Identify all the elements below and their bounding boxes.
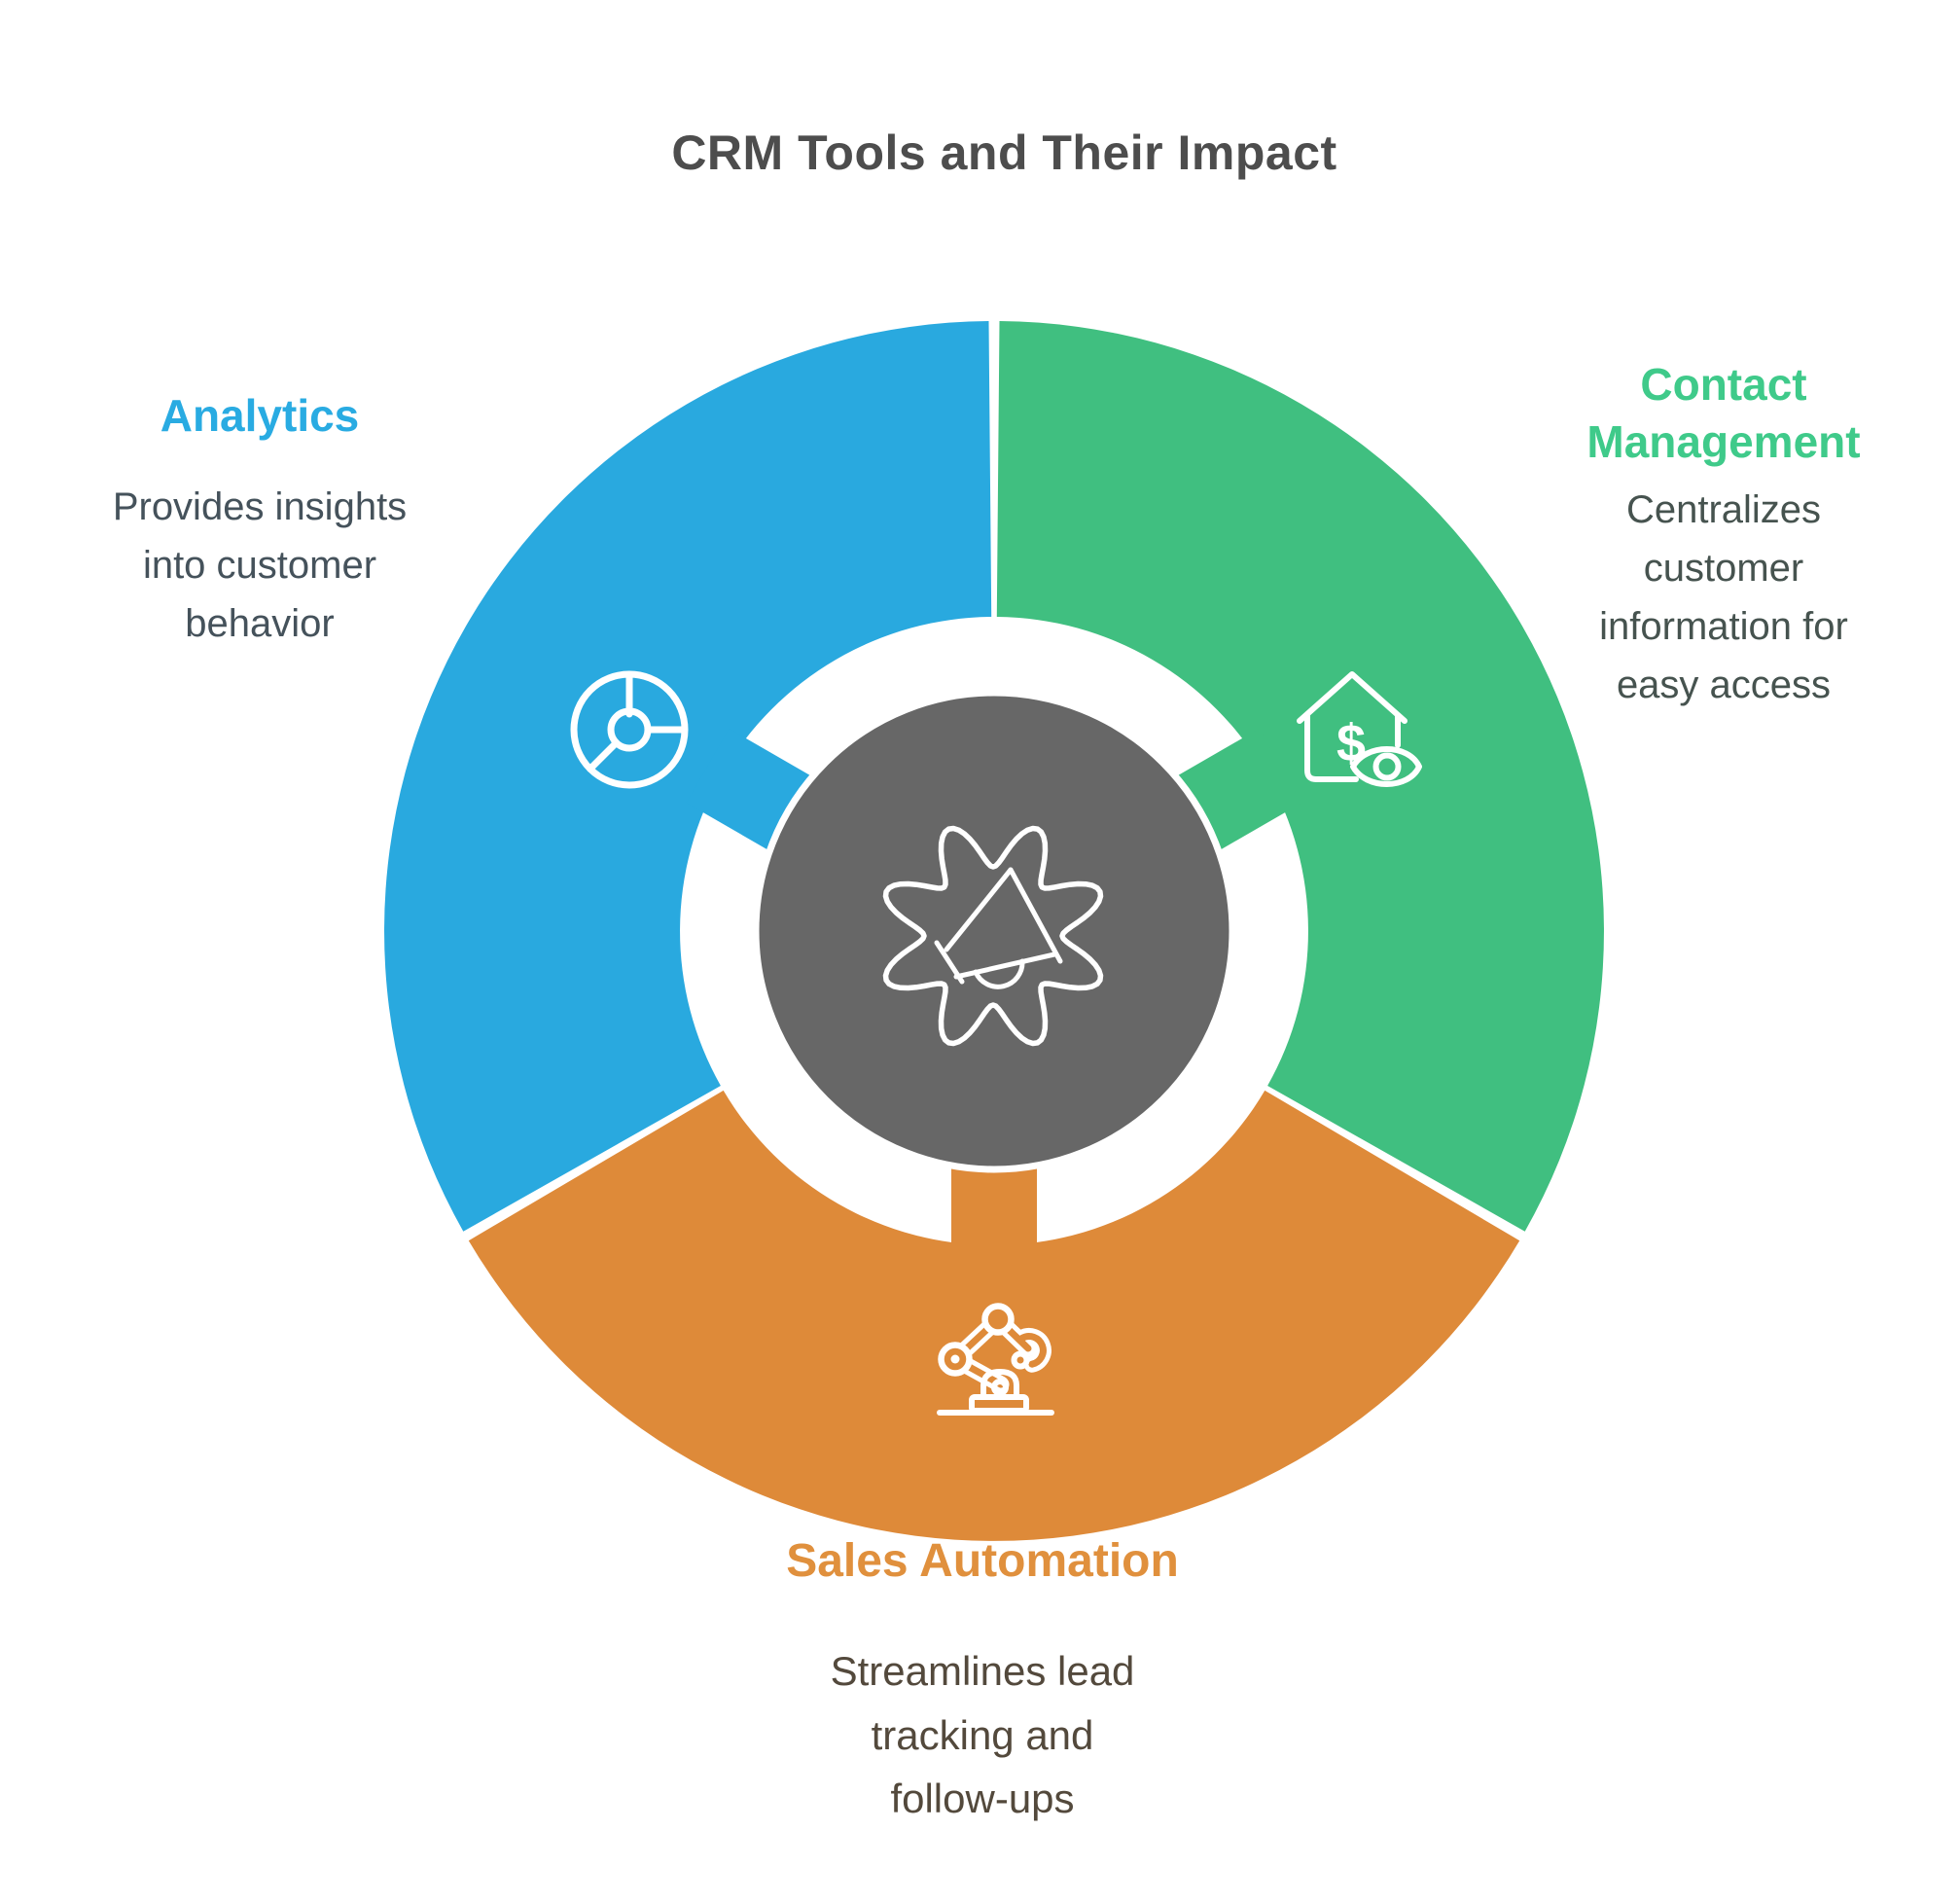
house-left-wall — [1304, 711, 1359, 782]
megaphone-icon — [934, 867, 1063, 989]
contact-management-label: Contact Management — [1586, 359, 1861, 467]
eye-pupil — [1372, 752, 1402, 781]
robot-base-dome — [980, 1369, 1019, 1400]
gear-megaphone-icon — [882, 825, 1104, 1047]
robot-elbow-dot — [950, 1354, 960, 1364]
sales-automation-description: Streamlines lead tracking and follow-ups — [830, 1648, 1135, 1821]
center-hub — [752, 689, 1236, 1173]
robot-arm-icon — [937, 1303, 1054, 1416]
analytics-description: Provides insights into customer behavior — [112, 484, 408, 645]
robot-claw-dot — [1011, 1350, 1030, 1370]
contact-management-text-block: Contact Management Centralizes customer … — [1529, 356, 1918, 714]
page-title: CRM Tools and Their Impact — [671, 126, 1337, 180]
house-dollar-eye-icon: $ — [1297, 671, 1422, 787]
analytics-text-block: Analytics Provides insights into custome… — [19, 387, 500, 653]
house-roof — [1297, 671, 1408, 724]
contact-management-segment — [996, 321, 1604, 1232]
dollar-glyph: $ — [1336, 714, 1366, 772]
gear-outline — [882, 825, 1104, 1047]
analytics-label: Analytics — [160, 390, 360, 441]
pie-chart-icon — [570, 670, 689, 789]
analytics-segment — [384, 321, 992, 1232]
robot-base-dot — [991, 1379, 1009, 1396]
sales-automation-text-block: Sales Automation Streamlines lead tracki… — [739, 1531, 1226, 1830]
robot-shoulder-joint — [981, 1303, 1015, 1336]
contact-management-description: Centralizes customer information for eas… — [1599, 487, 1848, 706]
eye-outline — [1350, 746, 1422, 787]
sales-automation-spoke — [951, 1157, 1037, 1262]
sales-automation-label: Sales Automation — [786, 1535, 1179, 1587]
